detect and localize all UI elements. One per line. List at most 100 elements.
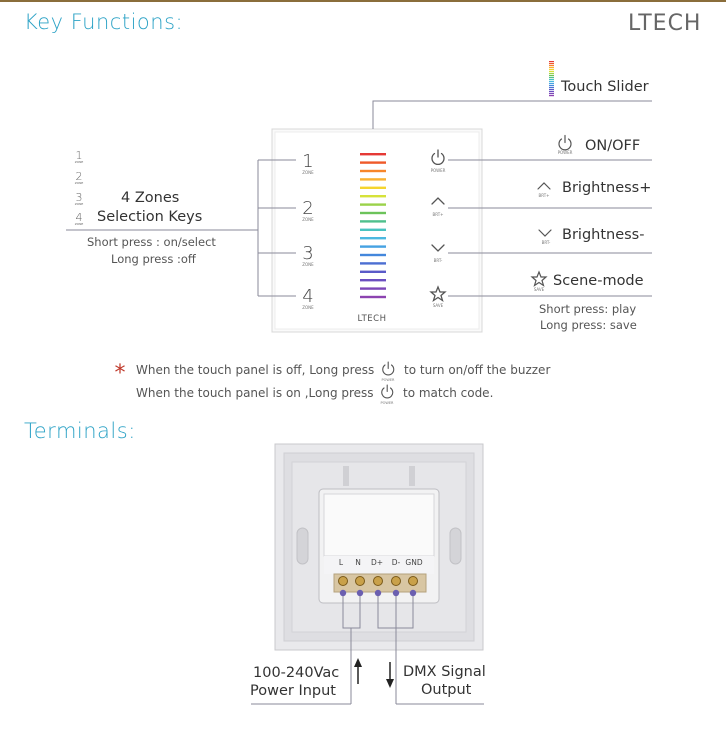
slider-bar xyxy=(360,237,386,240)
svg-text:2: 2 xyxy=(76,170,83,183)
slider-bar xyxy=(360,186,386,189)
svg-text:ZONE: ZONE xyxy=(302,262,314,267)
mini-slider-bar xyxy=(549,83,554,85)
zones-short-press: Short press : on/select xyxy=(87,235,216,249)
svg-text:4: 4 xyxy=(76,211,83,224)
svg-text:D-: D- xyxy=(392,558,401,567)
svg-text:POWER: POWER xyxy=(558,150,573,155)
slider-bar xyxy=(360,295,386,299)
on-off-label: ON/OFF xyxy=(585,138,641,154)
slider-bar xyxy=(360,169,386,173)
mini-slider-bar xyxy=(549,91,554,93)
slider-bar xyxy=(360,287,386,290)
terminal-pins xyxy=(339,589,417,597)
zones-subtitle: Selection Keys xyxy=(97,209,203,225)
note-line-2-b: to match code. xyxy=(403,386,494,400)
mini-slider-bar xyxy=(549,79,554,81)
svg-text:POWER: POWER xyxy=(382,378,396,382)
svg-text:POWER: POWER xyxy=(431,168,446,173)
mini-slider-bar xyxy=(549,69,554,71)
pin-labels: L N D+ D- GND xyxy=(339,558,423,567)
zones-title: 4 Zones xyxy=(121,190,180,206)
note-line-1-a: When the touch panel is off, Long press xyxy=(136,363,375,377)
svg-text:ZONE: ZONE xyxy=(75,202,84,206)
mini-slider-bar xyxy=(549,87,554,89)
slider-bar xyxy=(360,211,386,215)
slider-bar xyxy=(360,195,386,198)
slider-bar xyxy=(360,270,386,273)
mini-slider-bar xyxy=(549,85,554,87)
mini-slider-bar xyxy=(549,67,554,69)
svg-text:3: 3 xyxy=(76,191,83,204)
touch-slider-icon xyxy=(549,61,554,97)
touch-slider-leader xyxy=(372,100,652,129)
svg-text:ZONE: ZONE xyxy=(302,305,314,310)
back-plate xyxy=(274,443,484,651)
slider-bar xyxy=(360,262,386,265)
mini-slider-bar xyxy=(549,95,554,97)
scene-mode-label: Scene-mode xyxy=(553,273,644,289)
slider-bar xyxy=(360,203,386,206)
star-icon xyxy=(429,285,447,303)
svg-text:SAVE: SAVE xyxy=(433,303,444,308)
mini-slider-bar xyxy=(549,81,554,83)
note-power-icon-2 xyxy=(381,384,394,399)
slider-bar xyxy=(360,178,386,181)
save-icon xyxy=(530,270,548,287)
note-power-icon-1 xyxy=(382,361,395,376)
slider-bar xyxy=(360,228,386,231)
terminal-screws xyxy=(338,576,418,586)
touch-slider xyxy=(360,153,386,299)
chevron-down-icon xyxy=(431,244,445,252)
terminals-heading: Terminals: xyxy=(24,419,136,443)
zone-4-key: 4 xyxy=(302,286,313,307)
touch-slider-label: Touch Slider xyxy=(561,79,649,95)
dmx-output-label-2: Output xyxy=(421,682,472,698)
svg-text:BRT+: BRT+ xyxy=(432,212,443,217)
zone-1-key: 1 xyxy=(302,151,313,172)
svg-text:D+: D+ xyxy=(371,558,383,567)
chevron-up-icon xyxy=(431,197,445,205)
svg-text:1: 1 xyxy=(76,149,83,162)
svg-text:ZONE: ZONE xyxy=(75,160,84,164)
svg-text:L: L xyxy=(339,558,344,567)
brt-plus-icon xyxy=(537,182,551,190)
svg-text:ZONE: ZONE xyxy=(75,222,84,226)
svg-text:ZONE: ZONE xyxy=(75,181,84,185)
svg-text:ZONE: ZONE xyxy=(302,217,314,222)
panel-logo: LTECH xyxy=(358,314,387,324)
mini-slider-bar xyxy=(549,61,554,63)
svg-text:N: N xyxy=(355,558,361,567)
note-line-2-a: When the touch panel is on ,Long press xyxy=(136,386,374,400)
slider-bar xyxy=(360,253,386,257)
slider-bar xyxy=(360,220,386,223)
mini-slider-bar xyxy=(549,77,554,79)
asterisk-icon: * xyxy=(115,361,126,386)
on-off-icon xyxy=(558,134,572,151)
mini-slider-bar xyxy=(549,65,554,67)
svg-text:GND: GND xyxy=(405,558,422,567)
key-functions-heading: Key Functions: xyxy=(24,10,184,34)
slider-bar xyxy=(360,245,386,248)
power-icon xyxy=(431,149,445,165)
mini-slider-bar xyxy=(549,63,554,65)
mini-slider-bar xyxy=(549,89,554,91)
note-line-1-b: to turn on/off the buzzer xyxy=(404,363,551,377)
svg-text:BRT-: BRT- xyxy=(542,240,551,245)
brt-minus-icon xyxy=(538,229,552,237)
mini-slider-bar xyxy=(549,71,554,73)
svg-text:ZONE: ZONE xyxy=(302,170,314,175)
slider-bar xyxy=(360,153,386,156)
scene-short-press: Short press: play xyxy=(539,302,637,316)
svg-text:POWER: POWER xyxy=(381,401,395,405)
zones-long-press: Long press :off xyxy=(111,252,196,266)
scene-long-press: Long press: save xyxy=(540,318,637,332)
svg-text:SAVE: SAVE xyxy=(534,287,545,292)
brightness-minus-label: Brightness- xyxy=(562,227,645,243)
power-input-label-2: Power Input xyxy=(250,683,336,699)
brand-logo: LTECH xyxy=(628,11,702,36)
mini-slider-bar xyxy=(549,93,554,95)
mini-slider-bar xyxy=(549,73,554,75)
slider-bar xyxy=(360,161,386,164)
